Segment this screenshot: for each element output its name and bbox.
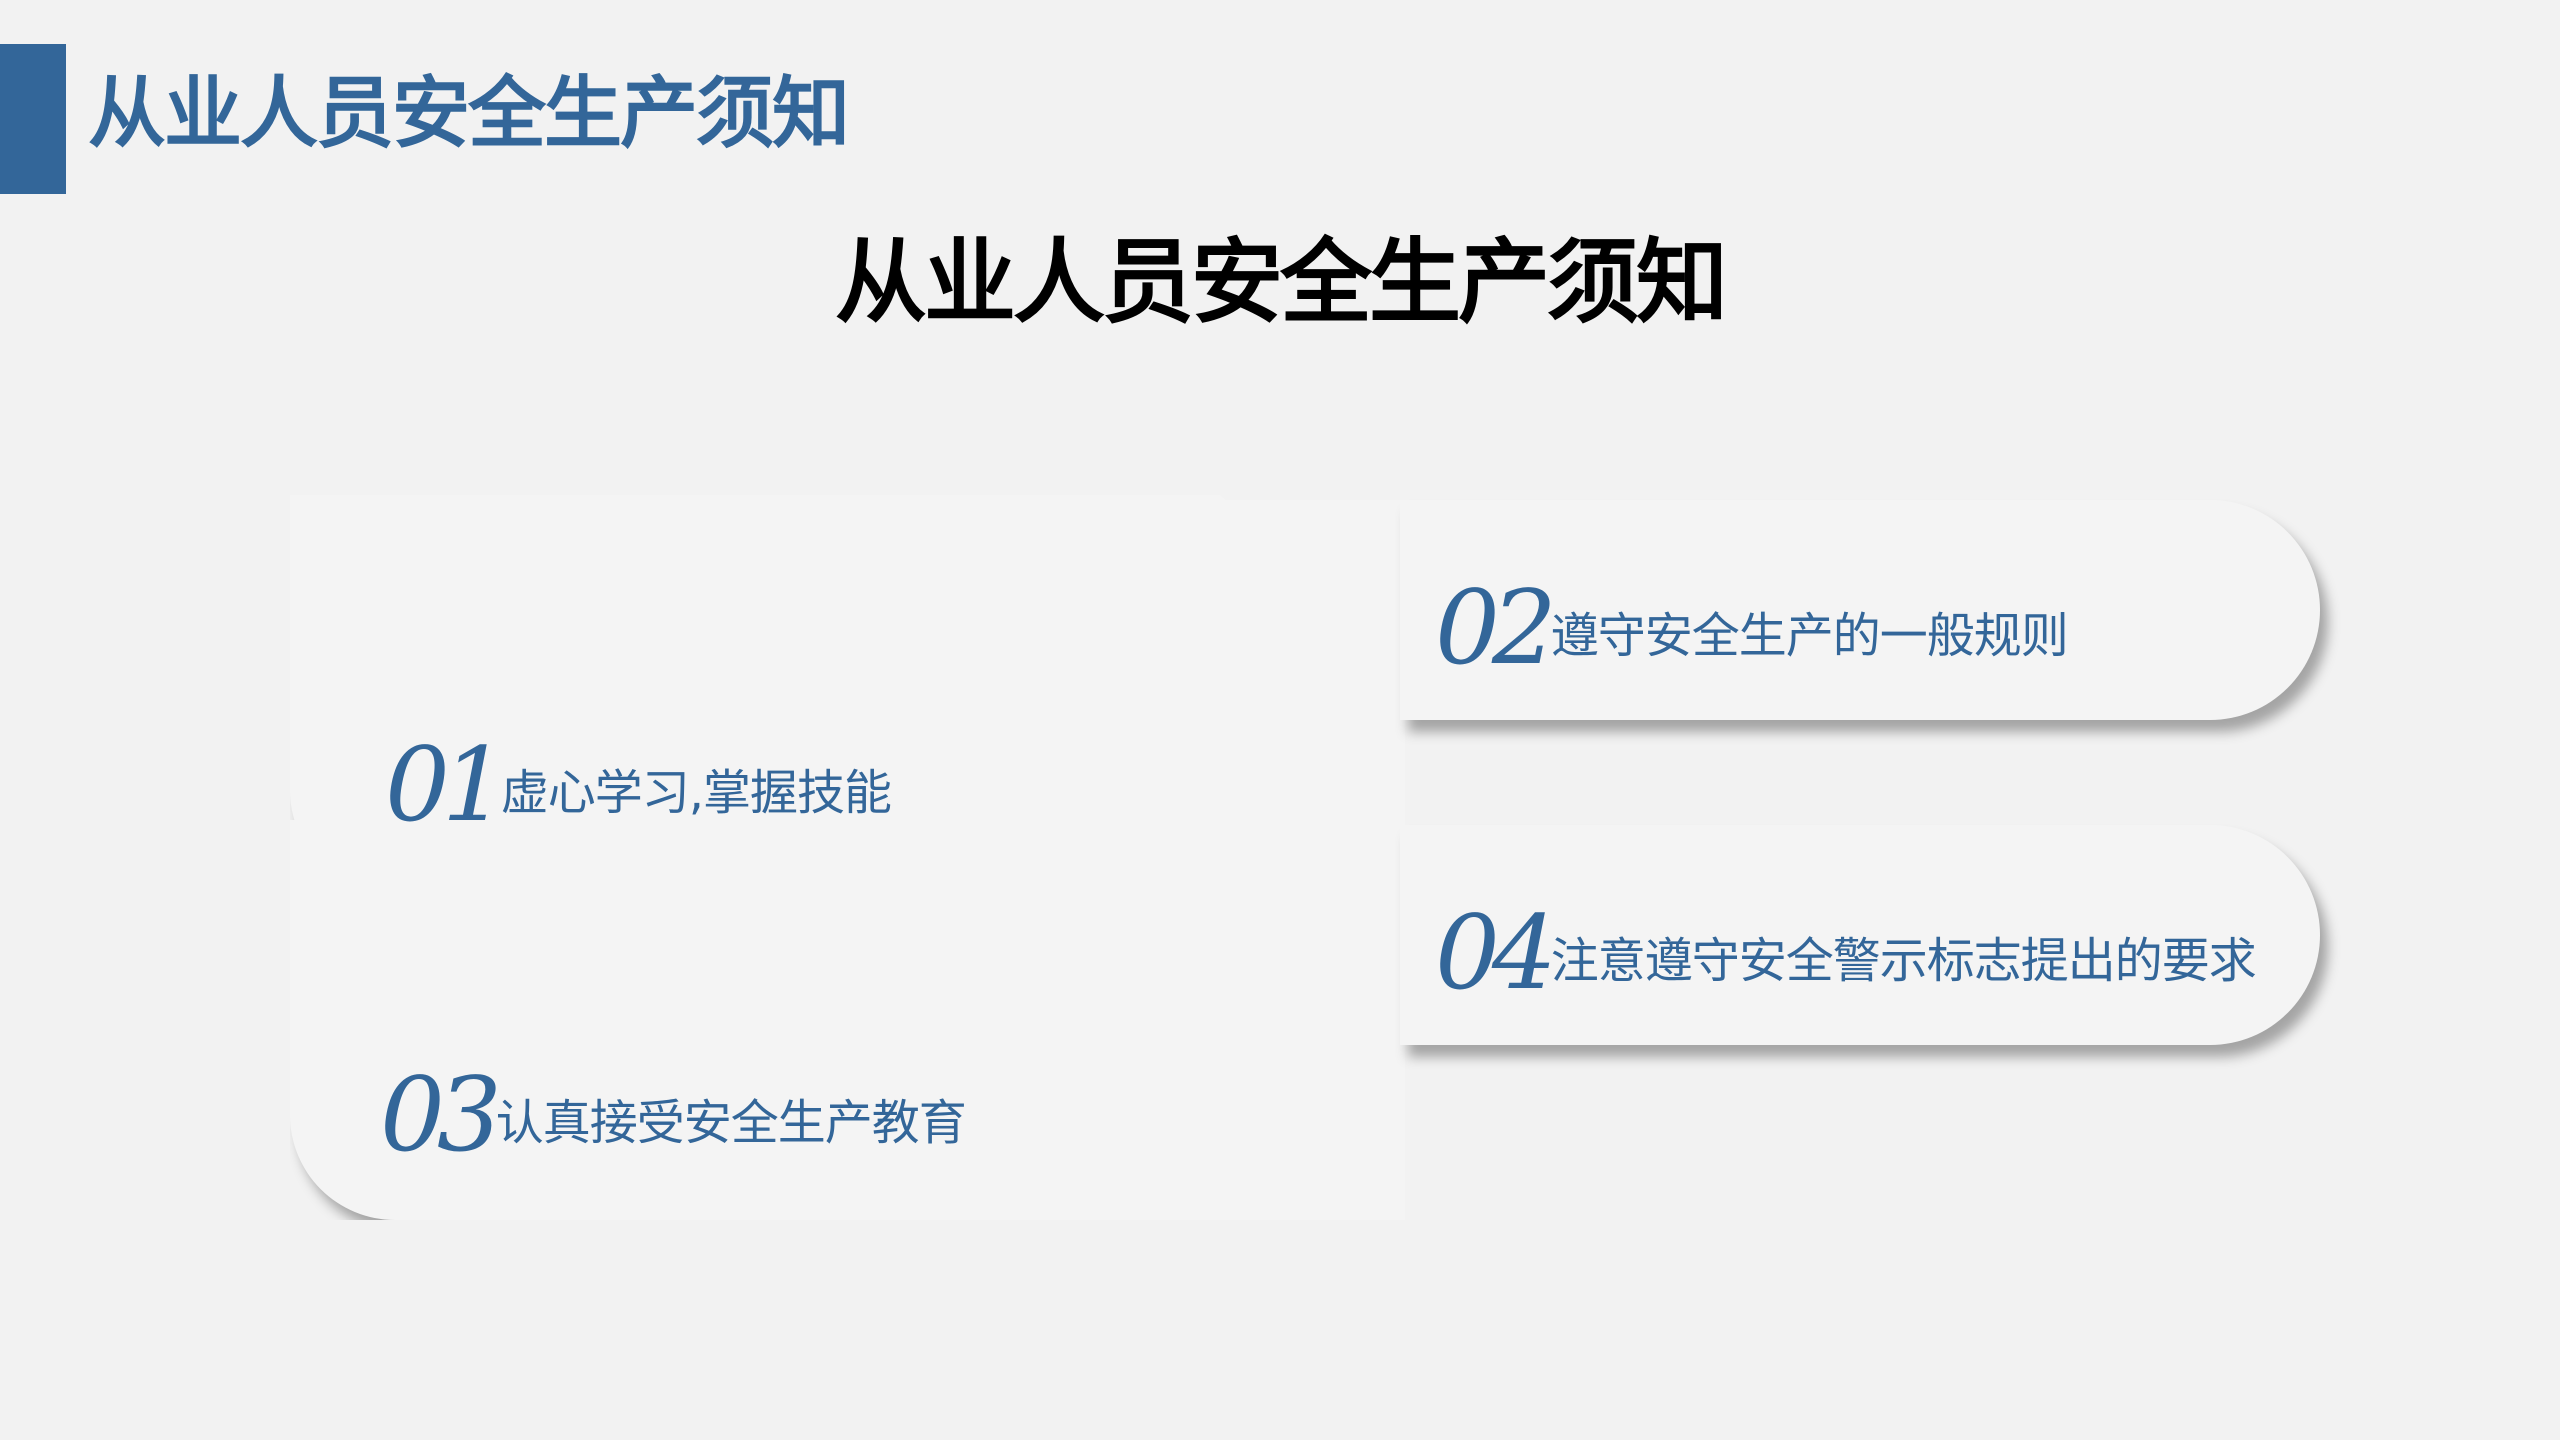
card-item-04 [1400,825,2320,1045]
list-item-03: 03 认真接受安全生产教育 [380,1056,967,1175]
item-text: 注意遵守安全警示标志提出的要求 [1550,933,2257,990]
item-number: 02 [1435,569,1557,688]
item-text: 遵守安全生产的一般规则 [1550,608,2069,665]
card-item-03 [290,820,1405,1220]
page-title: 从业人员安全生产须知 [834,229,1728,336]
header-title: 从业人员安全生产须知 [88,69,850,159]
item-number: 01 [385,726,507,845]
list-item-01: 01 虚心学习,掌握技能 [385,726,892,845]
list-item-02: 02 遵守安全生产的一般规则 [1435,569,2069,688]
item-number: 03 [380,1056,502,1175]
item-text: 认真接受安全生产教育 [495,1095,967,1152]
card-item-02 [1400,500,2320,720]
header-accent-bar [0,44,66,194]
item-number: 04 [1435,894,1557,1013]
item-text: 虚心学习,掌握技能 [500,765,892,822]
list-item-04: 04 注意遵守安全警示标志提出的要求 [1435,894,2257,1013]
